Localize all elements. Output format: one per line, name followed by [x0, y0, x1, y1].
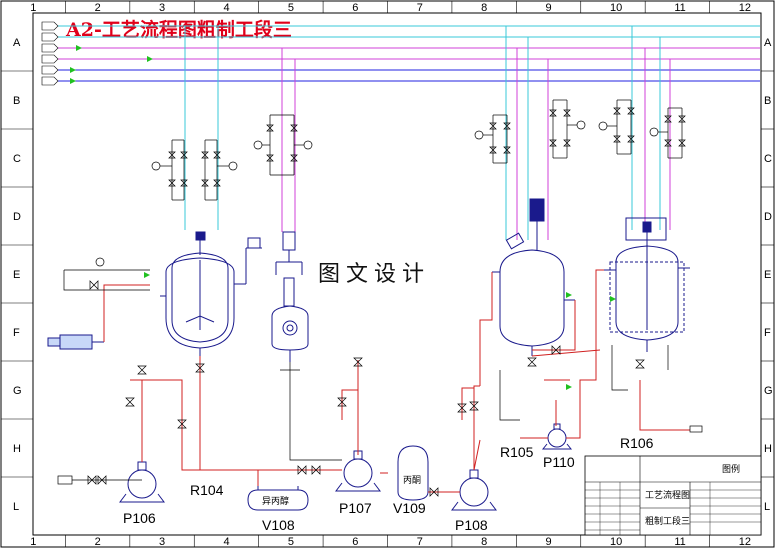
grid-row-right: E [764, 269, 771, 281]
grid-col-bottom: 8 [481, 536, 487, 548]
grid-col-top: 2 [95, 2, 101, 14]
watermark: 图文设计 [318, 262, 430, 287]
grid-row-right: A [764, 37, 772, 49]
flow-arrows [144, 272, 616, 390]
titleblock-name1: 工艺流程图 [645, 489, 690, 500]
grid-col-bottom: 10 [610, 536, 622, 548]
grid-col-bottom: 11 [674, 536, 685, 548]
label-r105: R105 [500, 444, 534, 460]
grid-row-right: L [764, 501, 770, 513]
titleblock-name2: 粗制工段三 [645, 515, 690, 526]
grid-row-right: C [764, 153, 772, 165]
grid-row-left: F [13, 327, 20, 339]
grid-row-left: E [13, 269, 20, 281]
pumps [119, 423, 573, 511]
drawing-title: A2-工艺流程图粗制工段三 [65, 18, 292, 41]
grid-row-right: G [764, 385, 773, 397]
grid-col-top: 6 [352, 2, 358, 14]
process-valves [87, 280, 645, 497]
process-lines [103, 269, 690, 493]
grid-col-top: 7 [417, 2, 423, 14]
valve-stations [151, 99, 686, 201]
reactor-r104 [160, 231, 262, 356]
grid-col-bottom: 5 [288, 536, 294, 548]
condenser [271, 231, 309, 362]
grid-row-left: C [13, 153, 21, 165]
grid-col-bottom: 6 [352, 536, 358, 548]
grid-col-top: 5 [288, 2, 294, 14]
reactor-r106 [604, 217, 690, 352]
grid-col-top: 12 [739, 2, 751, 14]
grid-row-right: F [764, 327, 771, 339]
grid-col-top: 10 [610, 2, 622, 14]
grid-col-top: 11 [674, 2, 685, 14]
label-p106: P106 [123, 510, 156, 526]
grid-row-right: B [764, 95, 771, 107]
grid-col-bottom: 4 [223, 536, 229, 548]
grid-col-bottom: 7 [417, 536, 423, 548]
grid-col-top: 9 [546, 2, 552, 14]
label-p108: P108 [455, 517, 488, 533]
pump-p110-icon [541, 423, 573, 450]
titleblock-legend: 图例 [722, 463, 740, 474]
vacuum-pump [47, 334, 104, 350]
grid-col-bottom: 12 [739, 536, 751, 548]
grid-col-top: 4 [223, 2, 229, 14]
grid-row-right: D [764, 211, 772, 223]
pump-p107-icon [335, 450, 381, 492]
grid-row-left: H [13, 443, 21, 455]
pump-p106-icon [119, 461, 165, 503]
grid-row-left: B [13, 95, 20, 107]
grid-col-top: 8 [481, 2, 487, 14]
grid-col-bottom: 9 [546, 536, 552, 548]
tag-v108: 异丙醇 [262, 495, 289, 506]
label-r106: R106 [620, 435, 654, 451]
grid-row-left: L [13, 501, 19, 513]
utility-lines [41, 21, 760, 86]
grid-col-bottom: 2 [95, 536, 101, 548]
grid-col-bottom: 1 [30, 536, 36, 548]
grid-row-left: A [13, 37, 21, 49]
label-r104: R104 [190, 482, 224, 498]
grid-col-bottom: 3 [159, 536, 165, 548]
label-p107: P107 [339, 500, 372, 516]
tag-v109: 丙酮 [403, 475, 421, 485]
grid-row-right: H [764, 443, 772, 455]
pump-p108-icon [451, 469, 497, 511]
vertical-drops [184, 26, 671, 240]
reactor-r105 [492, 198, 575, 356]
grid-row-left: G [13, 385, 22, 397]
grid-row-left: D [13, 211, 21, 223]
label-v108: V108 [262, 517, 295, 533]
title-block: 图例 工艺流程图 粗制工段三 [584, 455, 762, 536]
grid-col-top: 1 [30, 2, 36, 14]
inner-frame [32, 12, 762, 536]
label-p110: P110 [543, 454, 575, 470]
aux-lines [57, 257, 703, 485]
grid-col-top: 3 [159, 2, 165, 14]
label-v109: V109 [393, 500, 426, 516]
